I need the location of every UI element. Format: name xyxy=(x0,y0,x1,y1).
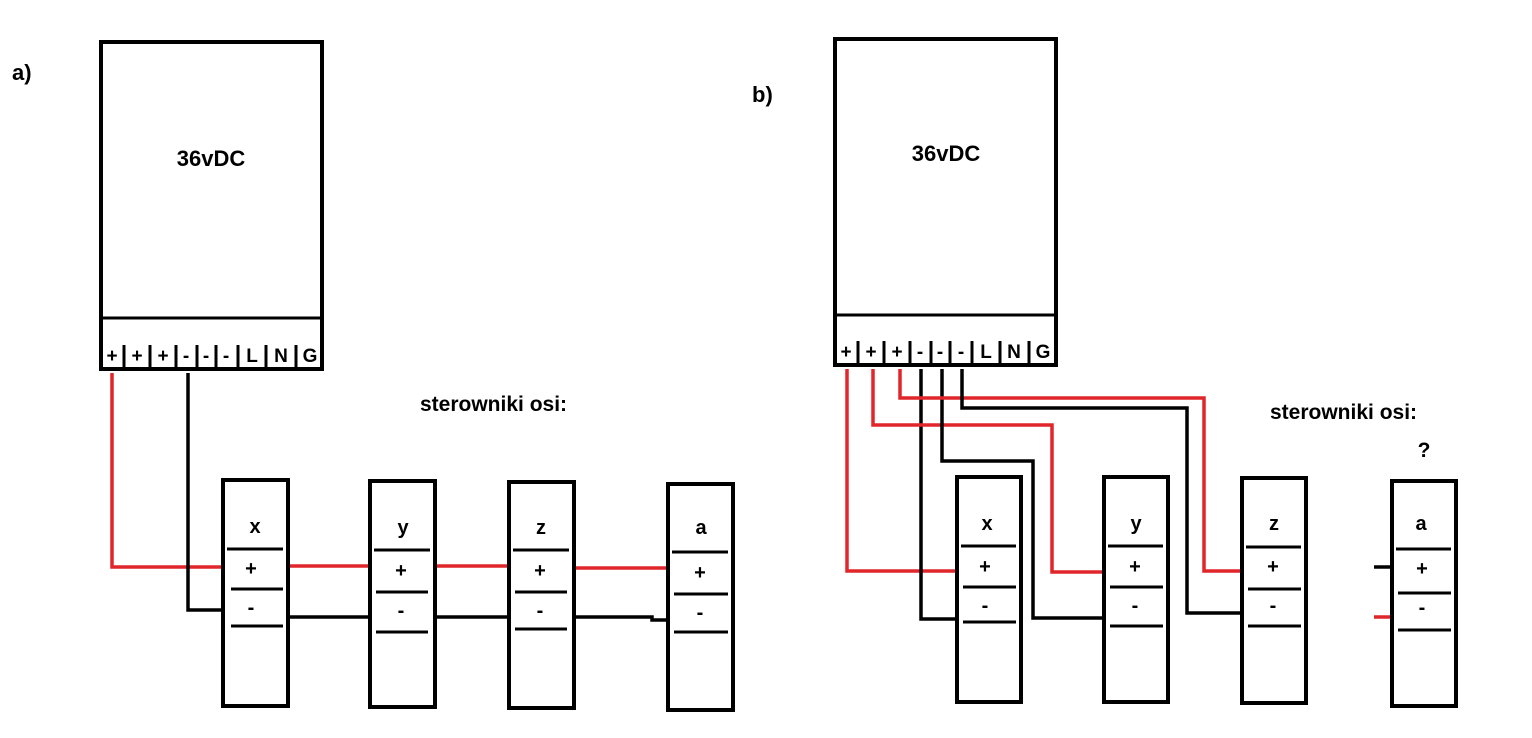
wire-b-psu-to-x-minus xyxy=(919,369,965,621)
panel-b-wires xyxy=(845,369,1392,621)
wire-a-psu-to-x-minus xyxy=(186,373,230,612)
psu-b-terminal-7: L xyxy=(980,342,992,363)
driver-plus-label: + xyxy=(694,562,706,584)
driver-a-a: a + - xyxy=(666,482,735,712)
driver-box xyxy=(507,480,576,710)
psu-a-terminal-1: + xyxy=(106,346,117,367)
psu-a-terminal-6: - xyxy=(223,346,229,367)
panel-b-question-mark: ? xyxy=(1418,439,1431,462)
psu-a-terminal-8: N xyxy=(274,346,288,367)
psu-a-terminal-7: L xyxy=(246,346,258,367)
psu-b-body xyxy=(833,37,1058,367)
driver-b-y: y + - xyxy=(1102,475,1170,704)
psu-a-terminal-4: - xyxy=(183,346,189,367)
driver-minus-label: - xyxy=(697,602,704,624)
driver-b-z: z + - xyxy=(1240,476,1308,705)
psu-a-title: 36vDC xyxy=(177,146,246,171)
driver-box xyxy=(955,475,1023,704)
driver-box xyxy=(368,479,437,709)
wire-b-psu-to-y-minus xyxy=(940,369,1108,620)
driver-axis-label: a xyxy=(695,517,707,539)
psu-a-terminal-2: + xyxy=(131,346,142,367)
driver-axis-label: z xyxy=(536,517,546,539)
driver-box xyxy=(1102,475,1170,704)
driver-minus-label: - xyxy=(1132,595,1139,617)
driver-a-x: x + - xyxy=(221,478,290,708)
wire-a-psu-to-x-plus xyxy=(110,373,222,569)
psu-b-terminals: + + + - - - L N G xyxy=(840,341,1050,365)
panel-a-caption: sterowniki osi: xyxy=(420,393,567,416)
driver-axis-label: x xyxy=(981,513,992,535)
driver-plus-label: + xyxy=(1416,558,1428,580)
driver-plus-label: + xyxy=(534,560,546,582)
wire-a-z-to-a-minus xyxy=(574,615,668,622)
wire-b-psu-to-y-plus xyxy=(871,369,1103,574)
wire-b-psu-to-z-plus xyxy=(898,369,1242,573)
driver-axis-label: y xyxy=(397,517,409,539)
driver-a-z: z + - xyxy=(507,480,576,710)
driver-minus-label: - xyxy=(537,600,544,622)
driver-plus-label: + xyxy=(1267,556,1279,578)
panel-b-caption: sterowniki osi: xyxy=(1270,401,1417,424)
wire-b-psu-to-z-minus xyxy=(960,369,1249,615)
psu-b-terminal-6: - xyxy=(958,342,964,363)
psu-b-terminal-4: - xyxy=(917,342,923,363)
driver-minus-label: - xyxy=(1419,597,1426,619)
psu-b-terminal-9: G xyxy=(1036,342,1051,363)
wire-a-z-to-a-plus xyxy=(572,566,670,572)
psu-a-terminal-3: + xyxy=(157,346,168,367)
driver-axis-label: y xyxy=(1130,513,1142,535)
driver-a-y: y + - xyxy=(368,479,437,709)
driver-axis-label: x xyxy=(249,516,260,538)
power-supply-b: 36vDC + + + - - - L N G xyxy=(833,37,1058,367)
psu-a-terminal-9: G xyxy=(303,346,318,367)
psu-b-terminal-5: - xyxy=(937,342,943,363)
psu-b-terminal-8: N xyxy=(1007,342,1021,363)
driver-axis-label: z xyxy=(1269,513,1279,535)
panel-b-label: b) xyxy=(752,82,773,107)
panel-b: b) 36vDC + + + - - - L N xyxy=(752,37,1458,708)
driver-minus-label: - xyxy=(1270,595,1277,617)
driver-b-a: a + - xyxy=(1390,479,1458,708)
panel-a: a) 36vDC + + + - - - L N xyxy=(12,40,735,712)
driver-b-x: x + - xyxy=(955,475,1023,704)
psu-b-title: 36vDC xyxy=(912,141,981,166)
driver-box xyxy=(666,482,735,712)
driver-axis-label: a xyxy=(1415,513,1427,535)
driver-plus-label: + xyxy=(245,558,257,580)
psu-b-terminal-1: + xyxy=(840,342,851,363)
driver-box xyxy=(221,478,290,708)
psu-b-terminal-2: + xyxy=(865,342,876,363)
driver-minus-label: - xyxy=(248,597,255,619)
psu-b-terminal-3: + xyxy=(891,342,902,363)
driver-plus-label: + xyxy=(1129,556,1141,578)
psu-a-terminals: + + + - - - L N G xyxy=(106,345,317,369)
psu-a-terminal-5: - xyxy=(203,346,209,367)
power-supply-a: 36vDC + + + - - - L N G xyxy=(99,40,324,371)
driver-minus-label: - xyxy=(982,595,989,617)
psu-a-body xyxy=(99,40,324,371)
driver-minus-label: - xyxy=(398,600,405,622)
driver-plus-label: + xyxy=(979,556,991,578)
driver-plus-label: + xyxy=(395,560,407,582)
panel-a-label: a) xyxy=(12,60,32,85)
